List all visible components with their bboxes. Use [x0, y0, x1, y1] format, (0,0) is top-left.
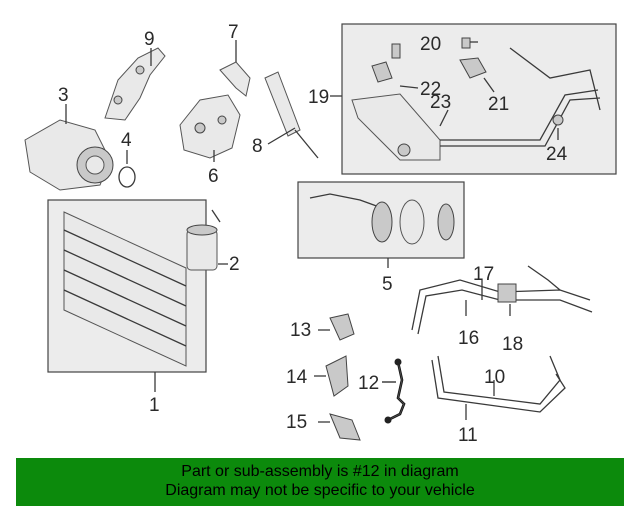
- part-6-mount: [179, 94, 241, 162]
- callout-4: 4: [121, 130, 132, 151]
- callout-19: 19: [308, 87, 329, 108]
- callout-1: 1: [149, 395, 160, 416]
- callout-14: 14: [286, 367, 308, 388]
- callout-6: 6: [208, 166, 219, 187]
- callout-11: 11: [458, 425, 478, 446]
- callout-9: 9: [144, 29, 155, 50]
- part-15-clip: [318, 413, 361, 441]
- part-12-hose: [382, 358, 406, 424]
- info-banner: Part or sub-assembly is #12 in diagram D…: [16, 458, 624, 506]
- part-8-drier: [264, 71, 319, 159]
- callout-10: 10: [484, 367, 505, 388]
- callout-21: 21: [488, 94, 509, 115]
- banner-line-2: Diagram may not be specific to your vehi…: [165, 482, 475, 499]
- part-10-11-hose: [431, 355, 566, 420]
- callout-22: 22: [420, 79, 441, 100]
- part-9-bracket: [104, 47, 166, 121]
- part-14-clip: [314, 355, 349, 397]
- part-2-drier: [186, 209, 228, 271]
- part-16-18-hose: [411, 265, 593, 335]
- part-4-ring: [118, 150, 136, 188]
- callout-5: 5: [382, 274, 393, 295]
- callout-12: 12: [358, 373, 379, 394]
- callout-18: 18: [502, 334, 523, 355]
- callout-7: 7: [228, 22, 239, 43]
- part-1-condenser: [47, 199, 207, 392]
- parts-diagram: 9 7 3 4 6 8: [24, 22, 617, 446]
- callout-16: 16: [458, 328, 479, 349]
- banner-line-1: Part or sub-assembly is #12 in diagram: [181, 463, 459, 480]
- callout-2: 2: [229, 254, 240, 275]
- part-7-bracket: [219, 40, 251, 97]
- callout-17: 17: [473, 264, 494, 285]
- callout-20: 20: [420, 34, 441, 55]
- callout-24: 24: [546, 144, 568, 165]
- callout-13: 13: [290, 320, 311, 341]
- callout-8: 8: [252, 136, 263, 157]
- callout-3: 3: [58, 85, 69, 106]
- callout-15: 15: [286, 412, 307, 433]
- group-19-box: [330, 23, 617, 175]
- part-3-compressor: [24, 104, 114, 191]
- part-5-clutch-box: [297, 181, 465, 268]
- callout-23: 23: [430, 92, 451, 113]
- part-13-clip: [318, 313, 355, 341]
